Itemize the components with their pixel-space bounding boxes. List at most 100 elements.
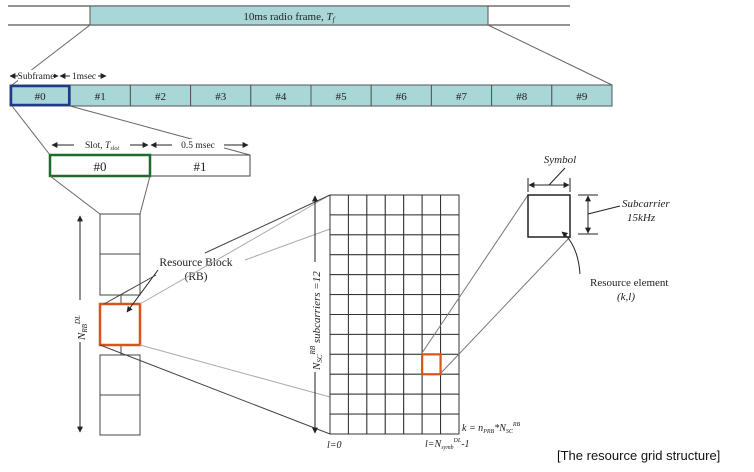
grid-cell: [421, 393, 442, 415]
subframe-cell-label: #2: [155, 91, 166, 103]
grid-cell: [421, 254, 442, 276]
grid-cell: [440, 413, 460, 435]
resource-element-label: Resource element: [590, 277, 669, 289]
caption: [The resource grid structure]: [557, 448, 720, 463]
resource-element-index: (k,l): [617, 291, 635, 303]
grid-cell: [440, 254, 460, 276]
grid-cell: [403, 314, 423, 335]
subframe-cell-label: #6: [396, 91, 408, 103]
grid-cell: [347, 274, 368, 296]
rb-label-line2: (RB): [185, 271, 208, 283]
grid-cell: [421, 234, 442, 256]
grid-cell: [403, 194, 423, 216]
radio-frame: 10ms radio frame, Tf: [8, 5, 570, 26]
grid-cell: [384, 314, 405, 335]
subcarrier-label: Subcarrier: [622, 198, 670, 210]
grid-cell: [384, 373, 405, 395]
subframe-cell-label: #1: [95, 91, 106, 103]
grid-cell: [403, 294, 423, 316]
grid-cell: [384, 254, 405, 276]
grid-cell: [347, 393, 368, 415]
grid-cell: [384, 413, 405, 435]
grid-cell: [347, 413, 368, 435]
slot-cell: #0: [94, 159, 107, 174]
grid-cell: [329, 294, 349, 316]
grid-cell: [421, 413, 442, 435]
grid-cell: [366, 194, 386, 216]
radio-frame-label: 10ms radio frame, Tf: [243, 11, 335, 24]
slot-label: Slot, Tslot: [85, 141, 119, 152]
subframe-cell-label: #9: [576, 91, 588, 103]
rb-count-label: NRBDL: [74, 315, 89, 341]
grid-cell: [347, 314, 368, 335]
grid-cell: [347, 373, 368, 395]
grid-cell: [347, 333, 368, 355]
grid-cell: [440, 234, 460, 256]
grid-cell: [347, 214, 368, 236]
grid-cell: [366, 413, 386, 435]
grid-cell: [329, 214, 349, 236]
grid-cell: [421, 333, 442, 355]
grid-cell: [329, 393, 349, 415]
grid-cell: [347, 234, 368, 256]
grid-cell: [366, 353, 386, 375]
grid-cell: [366, 274, 386, 296]
grid-cell: [421, 274, 442, 296]
grid-cell: [366, 373, 386, 395]
subframe-cell-label: #4: [275, 91, 287, 103]
l-start-label: l=0: [327, 440, 342, 451]
grid-cell: [384, 393, 405, 415]
grid-cell: [403, 353, 423, 375]
subframe-cell-label: #8: [516, 91, 528, 103]
grid-cell: [421, 373, 442, 395]
grid-cell: [329, 274, 349, 296]
l-end-label: l=NsymbDL-1: [425, 438, 470, 451]
grid-cell: [366, 294, 386, 316]
grid-cell: [440, 393, 460, 415]
grid-cell: [366, 234, 386, 256]
grid-cell: [403, 373, 423, 395]
grid-cell: [366, 393, 386, 415]
slot-duration: 0.5 msec: [181, 141, 215, 151]
grid-cell: [329, 254, 349, 276]
rb-column: [98, 213, 142, 436]
grid-cell: [440, 373, 460, 395]
grid-cell: [403, 234, 423, 256]
subcarrier-spacing: 15kHz: [627, 212, 656, 224]
grid-cell: [329, 234, 349, 256]
grid-cell: [421, 194, 442, 216]
subcarrier-axis-label: NSCRB subcarriers =12: [309, 271, 324, 371]
grid-cell: [366, 333, 386, 355]
subframe-row: #0#1#2#3#4#5#6#7#8#9: [9, 84, 613, 107]
subframe-cell-label: #3: [215, 91, 227, 103]
grid-cell: [329, 314, 349, 335]
k-formula: k = nPRB*NSCRB: [462, 422, 521, 435]
rb-label-line1: Resource Block: [159, 257, 232, 269]
grid-cell: [329, 373, 349, 395]
grid-cell: [421, 214, 442, 236]
symbol-label: Symbol: [544, 154, 576, 166]
grid-cell: [347, 194, 368, 216]
grid-cell: [366, 314, 386, 335]
grid-cell: [366, 254, 386, 276]
grid-cell: [384, 294, 405, 316]
resource-grid: [329, 194, 460, 435]
grid-cell: [440, 214, 460, 236]
grid-cell: [403, 333, 423, 355]
grid-cell: [384, 353, 405, 375]
grid-cell: [384, 333, 405, 355]
grid-cell: [440, 194, 460, 216]
grid-cell: [329, 194, 349, 216]
grid-cell: [347, 294, 368, 316]
grid-cell: [440, 333, 460, 355]
highlighted-resource-element: [421, 353, 442, 376]
grid-cell: [421, 314, 442, 335]
grid-cell: [421, 353, 442, 375]
subframe-cell-label: #7: [456, 91, 468, 103]
grid-cell: [421, 294, 442, 316]
grid-cell: [403, 274, 423, 296]
grid-cell: [403, 393, 423, 415]
grid-cell: [384, 274, 405, 296]
selected-subframe: [9, 84, 71, 107]
